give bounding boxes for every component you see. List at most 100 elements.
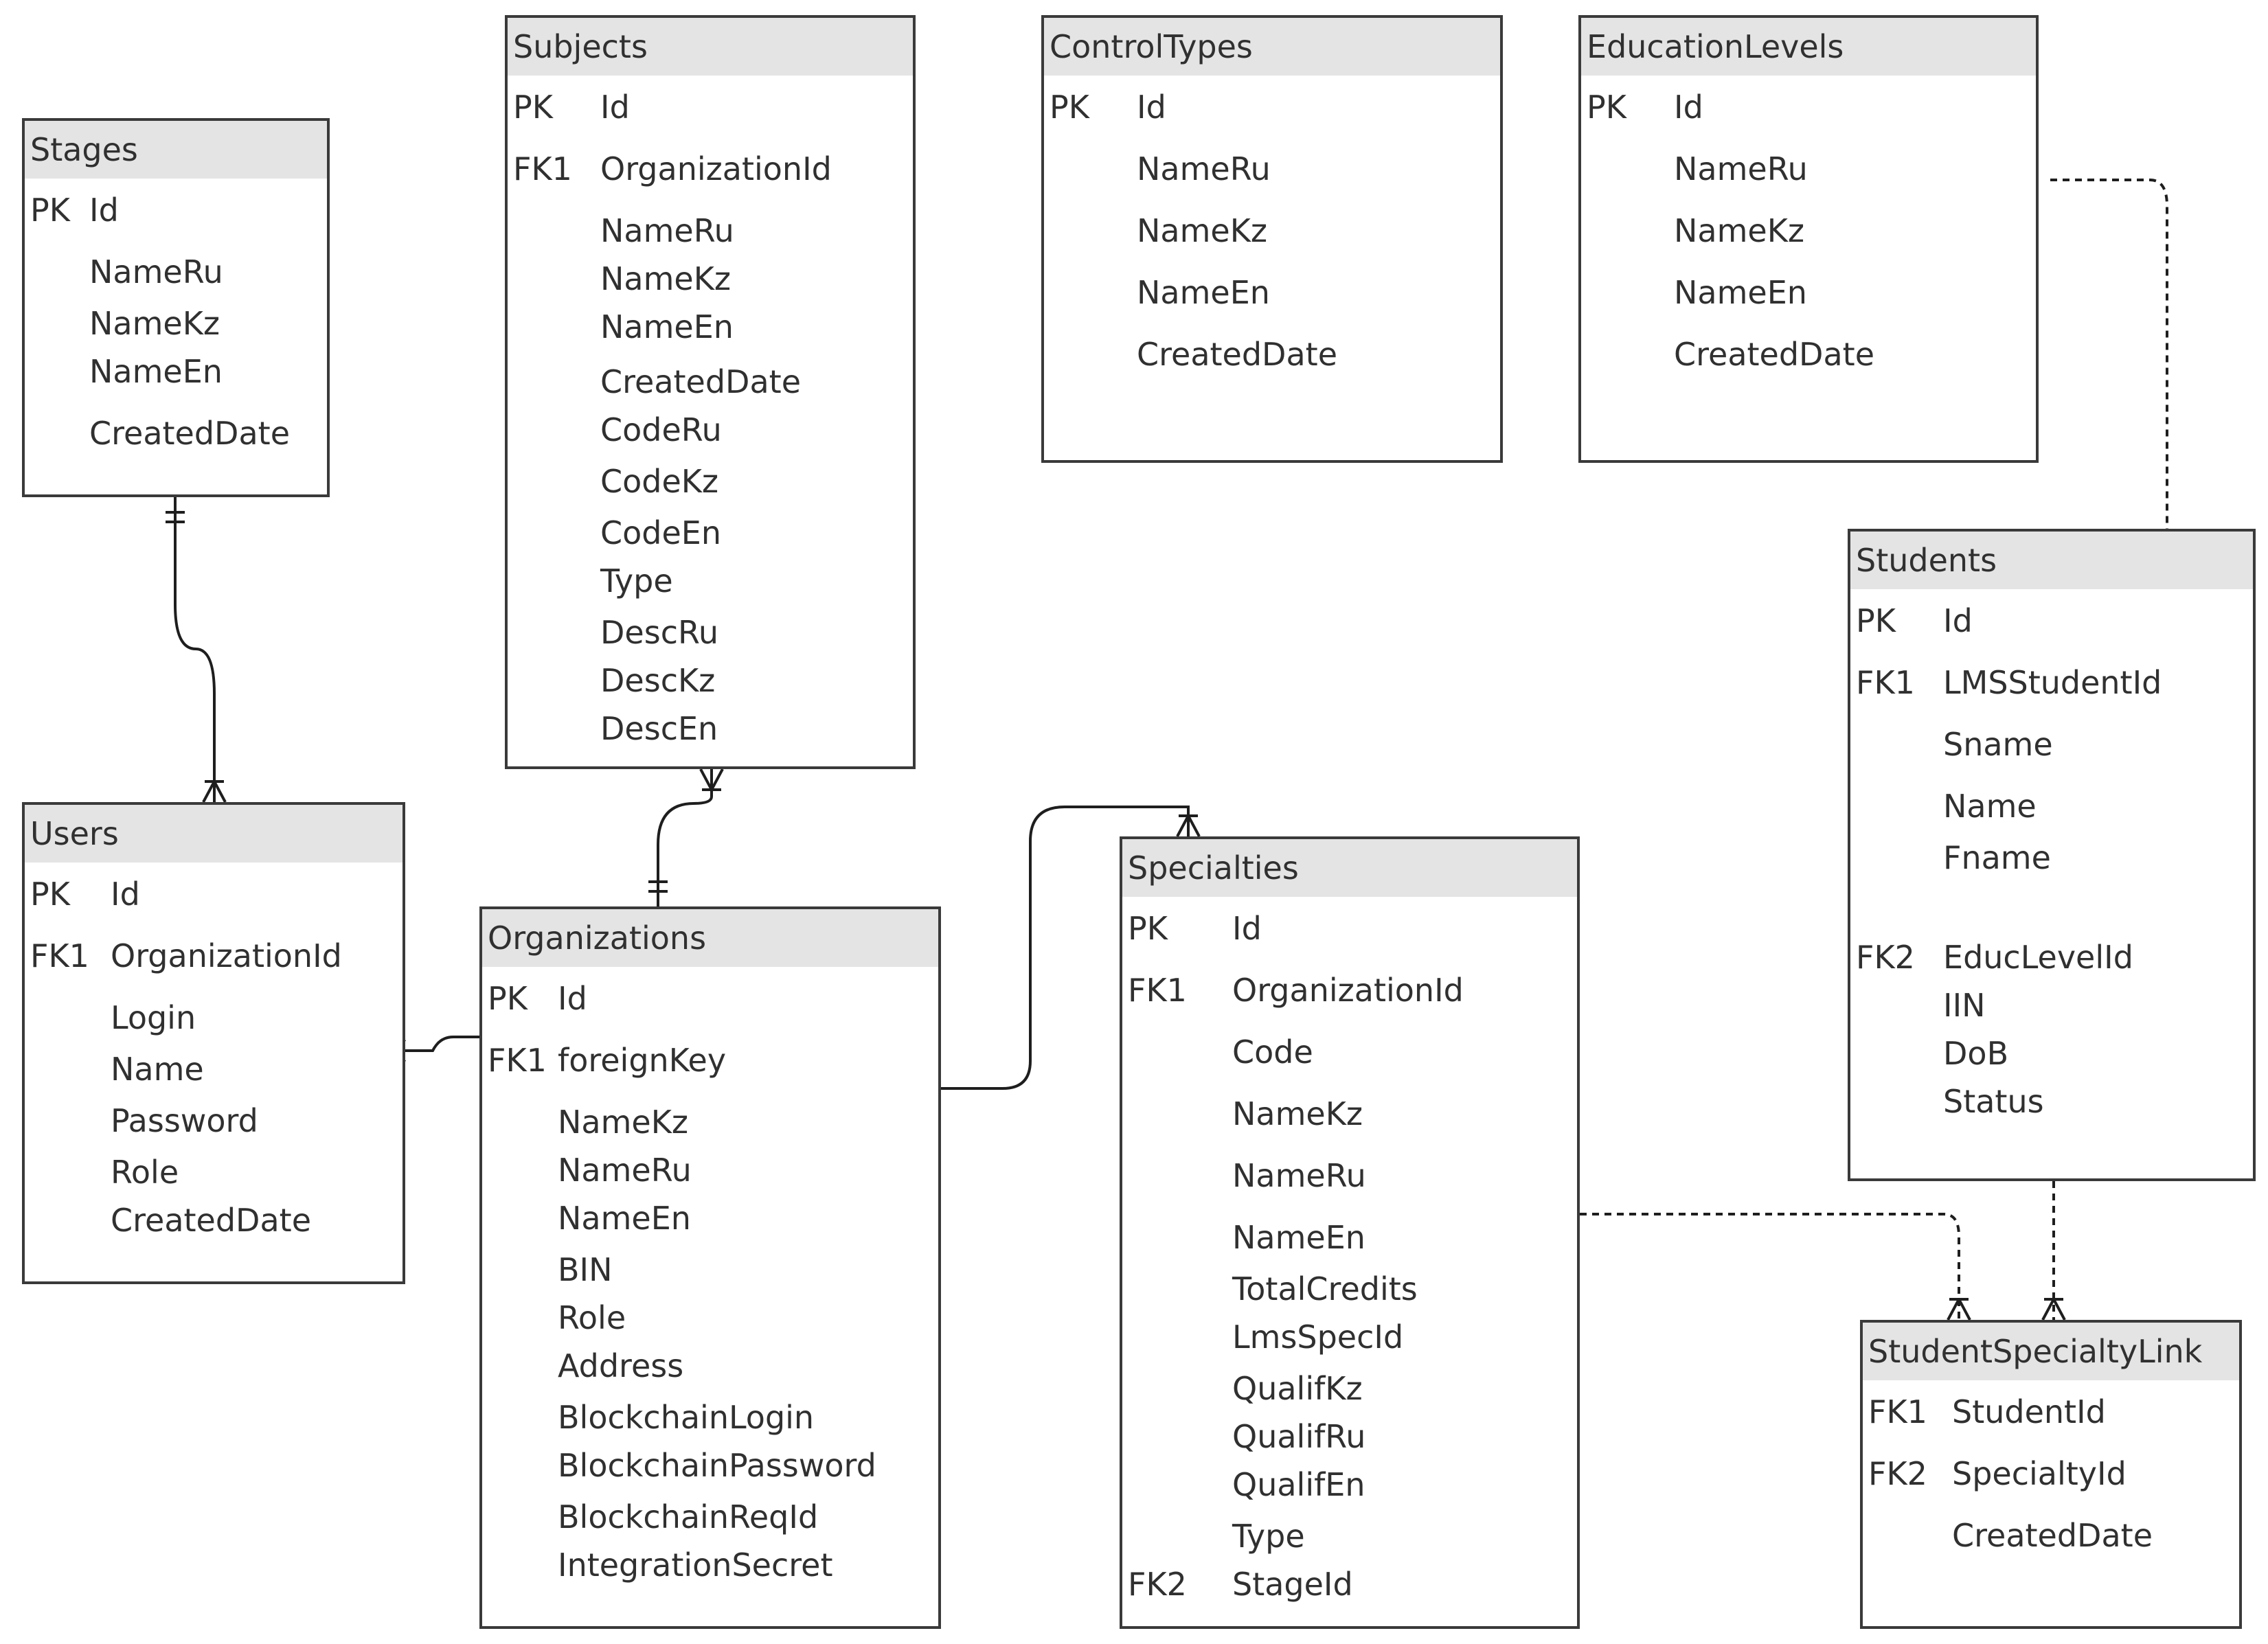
field-name: Id — [1137, 89, 1166, 126]
relationship-line — [657, 769, 713, 906]
field-name: Id — [89, 192, 119, 229]
entity-title: Organizations — [482, 909, 938, 967]
entity-title: Users — [25, 805, 402, 863]
crowfoot-prong — [2041, 1299, 2055, 1321]
field-name: NameRu — [89, 253, 223, 290]
field-row: FK2 EducLevelId — [1850, 930, 2253, 985]
crowfoot-prong — [1958, 1299, 1971, 1321]
crowfoot-prong — [1176, 815, 1190, 837]
field-name: NameRu — [1674, 150, 1808, 187]
field-name: Name — [1943, 788, 2037, 825]
field-row: NameEn — [482, 1191, 938, 1246]
field-name: TotalCredits — [1232, 1270, 1418, 1308]
field-row: NameRu — [25, 244, 327, 299]
entity-title: Stages — [25, 121, 327, 179]
field-row: NameEn — [508, 299, 913, 354]
field-row: Name — [25, 1042, 402, 1097]
field-row: LmsSpecId — [1122, 1310, 1577, 1365]
field-row: Fname — [1850, 830, 2253, 885]
field-row: CreatedDate — [25, 406, 327, 461]
field-row: BIN — [482, 1242, 938, 1297]
field-key-marker: PK — [1587, 89, 1626, 126]
field-name: Status — [1943, 1083, 2044, 1120]
field-row: CodeRu — [508, 402, 913, 457]
relationship-specialties-studentspecialtylink — [1554, 1205, 1971, 1321]
relationship-subjects-organizations — [648, 768, 724, 906]
field-key-marker: PK — [513, 89, 553, 126]
field-name: NameEn — [1137, 274, 1270, 311]
field-key-marker: PK — [1128, 910, 1168, 947]
field-name: Address — [558, 1347, 684, 1384]
field-row: BlockchainLogin — [482, 1390, 938, 1445]
field-key-marker: FK2 — [1856, 939, 1915, 976]
field-row: DoB — [1850, 1026, 2253, 1081]
entity-title: EducationLevels — [1581, 18, 2036, 76]
field-name: IIN — [1943, 987, 1986, 1024]
field-key-marker: PK — [30, 876, 70, 913]
field-key-marker: FK1 — [1856, 664, 1915, 701]
field-key-marker: FK1 — [1868, 1393, 1927, 1430]
field-row: Type — [508, 553, 913, 608]
relationship-educationlevels-students — [2024, 170, 2179, 558]
field-name: Id — [600, 89, 630, 126]
field-name: foreignKey — [558, 1042, 727, 1079]
field-name: OrganizationId — [111, 937, 342, 974]
field-key-marker: PK — [30, 192, 70, 229]
crowfoot-prong — [1187, 815, 1201, 837]
field-name: CreatedDate — [89, 415, 290, 452]
field-key-marker: PK — [488, 980, 528, 1017]
field-name: Login — [111, 999, 196, 1036]
field-key-marker: FK1 — [488, 1042, 547, 1079]
field-row: Role — [482, 1290, 938, 1345]
field-name: CodeEn — [600, 514, 721, 551]
field-key-marker: PK — [1050, 89, 1089, 126]
field-row: Address — [482, 1338, 938, 1393]
field-row: NameRu — [1044, 141, 1500, 196]
field-name: Type — [600, 562, 673, 600]
field-name: NameKz — [1232, 1095, 1363, 1132]
field-name: EducLevelId — [1943, 939, 2133, 976]
field-row: NameKz — [25, 296, 327, 351]
field-name: QualifEn — [1232, 1466, 1365, 1503]
field-key-marker: FK2 — [1128, 1566, 1187, 1603]
field-row: NameKz — [1581, 203, 2036, 258]
field-name: BlockchainReqId — [558, 1498, 819, 1535]
field-row: CreatedDate — [508, 354, 913, 409]
field-row: PK Id — [1044, 80, 1500, 135]
field-name: NameRu — [600, 212, 734, 249]
field-row: Name — [1850, 779, 2253, 834]
crowfoot-prong — [699, 768, 713, 790]
field-row: Sname — [1850, 717, 2253, 772]
field-row: NameRu — [508, 203, 913, 258]
field-row: BlockchainReqId — [482, 1489, 938, 1544]
field-name: Role — [111, 1154, 179, 1191]
field-name: BlockchainPassword — [558, 1447, 876, 1484]
crowfoot-prong — [710, 768, 724, 790]
field-row: Code — [1122, 1025, 1577, 1080]
field-row: FK1 StudentId — [1863, 1384, 2239, 1439]
field-name: StudentId — [1952, 1393, 2106, 1430]
field-name: Id — [1943, 602, 1973, 639]
field-name: LMSStudentId — [1943, 664, 2162, 701]
field-name: DoB — [1943, 1035, 2009, 1072]
field-name: CreatedDate — [111, 1202, 311, 1239]
field-row: QualifEn — [1122, 1457, 1577, 1512]
field-name: OrganizationId — [1232, 972, 1464, 1009]
field-row: PK Id — [25, 183, 327, 238]
entity-title: StudentSpecialtyLink — [1863, 1323, 2239, 1380]
field-name: NameKz — [600, 260, 732, 297]
field-name: NameEn — [600, 308, 734, 345]
field-name: NameKz — [1137, 212, 1268, 249]
field-name: QualifRu — [1232, 1418, 1366, 1455]
